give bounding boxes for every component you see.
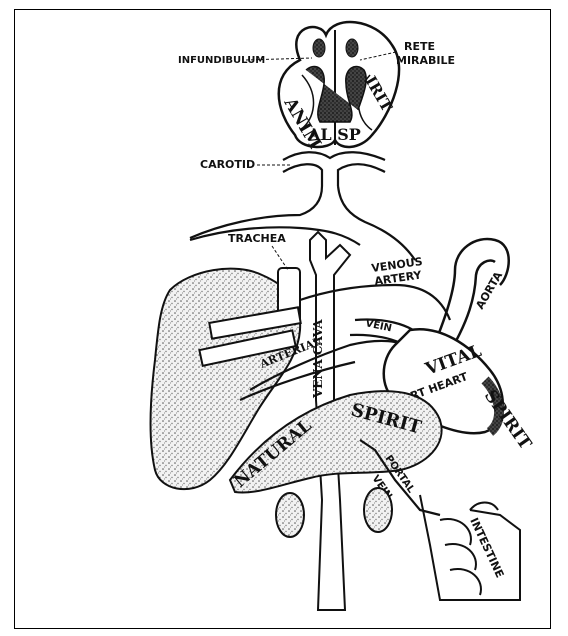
right-kidney <box>364 488 392 532</box>
intestine-label: INTESTINE <box>467 516 506 580</box>
animal-label-2: AL SP <box>307 125 361 144</box>
infundibulum-label: INFUNDIBULUM <box>178 55 265 66</box>
intestine <box>420 495 520 600</box>
trachea-label: TRACHEA <box>228 232 286 245</box>
mirabile-label: MIRABILE <box>396 54 455 67</box>
aorta-label: AORTA <box>473 269 505 311</box>
carotid-label: CAROTID <box>200 158 255 171</box>
rete-label: RETE <box>404 40 435 53</box>
left-kidney <box>276 493 304 537</box>
